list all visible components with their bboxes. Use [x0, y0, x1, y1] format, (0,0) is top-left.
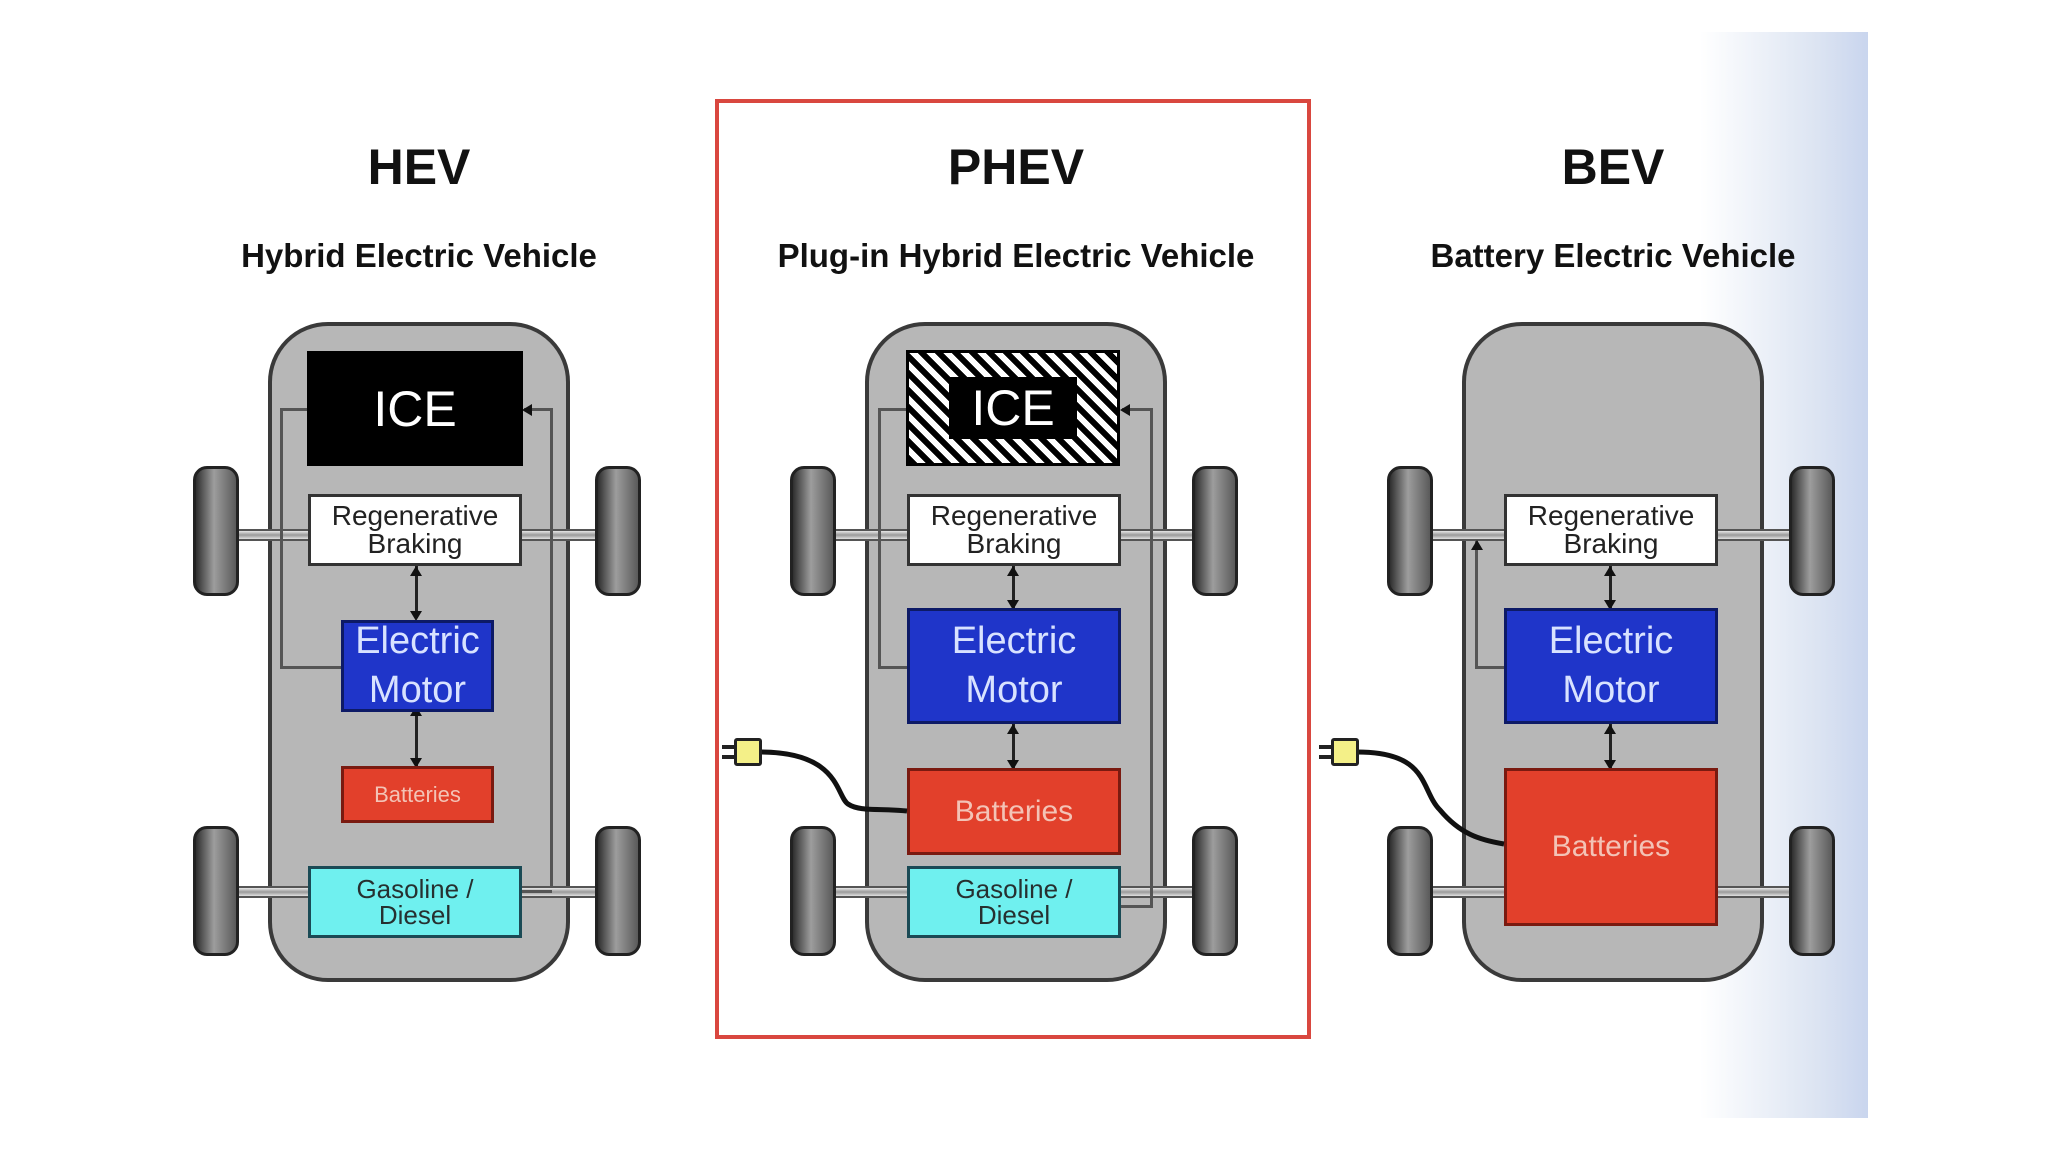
bev-motor-battery-link — [1609, 724, 1612, 768]
phev-line-segment — [1118, 905, 1152, 908]
phev-wheel-front-left — [790, 466, 836, 596]
bev-plug-prong — [1319, 745, 1333, 749]
hev-ice-block: ICE — [307, 351, 523, 466]
bev-arrow-icon — [1604, 724, 1616, 734]
hev-batteries-block: Batteries — [341, 766, 494, 823]
bev-arrow-icon — [1604, 760, 1616, 770]
phev-fullname: Plug-in Hybrid Electric Vehicle — [777, 237, 1255, 274]
bev-batteries-block: Batteries — [1504, 768, 1718, 926]
hev-electric-motor-block: Electric Motor — [341, 620, 494, 712]
hev-acronym: HEV — [367, 139, 471, 195]
bev-wheel-front-left — [1387, 466, 1433, 596]
bev-wheel-rear-left — [1387, 826, 1433, 956]
hev-regen-braking-block: Regenerative Braking — [308, 494, 522, 566]
phev-fuel-return-line — [1150, 408, 1153, 908]
phev-arrow-icon — [1007, 600, 1019, 610]
phev-ice-block: ICE — [906, 350, 1120, 466]
hev-arrow-icon — [522, 404, 532, 416]
bev-plug-icon — [1331, 738, 1359, 766]
hev-arrow-icon — [410, 758, 422, 768]
phev-fuel-block: Gasoline / Diesel — [907, 866, 1121, 938]
bev-regen-braking-block: Regenerative Braking — [1504, 494, 1718, 566]
hev-fuel-return-line — [550, 408, 553, 888]
phev-batteries-block: Batteries — [907, 768, 1121, 855]
phev-wheel-front-right — [1192, 466, 1238, 596]
hev-line-segment — [280, 666, 342, 669]
phev-plug-prong — [722, 745, 736, 749]
phev-plug-icon — [734, 738, 762, 766]
phev-line-segment — [1122, 408, 1152, 411]
bev-arrow-icon — [1604, 600, 1616, 610]
phev-line-segment — [878, 408, 908, 411]
hev-line-segment — [524, 408, 552, 411]
phev-arrow-icon — [1007, 724, 1019, 734]
hev-wheel-front-left — [193, 466, 239, 596]
hev-wheel-front-right — [595, 466, 641, 596]
bev-acronym: BEV — [1561, 139, 1665, 195]
phev-acronym: PHEV — [947, 139, 1085, 195]
bev-wheel-front-right — [1789, 466, 1835, 596]
hev-motor-feedback-line — [280, 408, 283, 668]
hev-line-segment — [518, 890, 552, 893]
phev-arrow-icon — [1007, 760, 1019, 770]
phev-motor-battery-link — [1012, 724, 1015, 768]
hev-fuel-block: Gasoline / Diesel — [308, 866, 522, 938]
hev-fullname: Hybrid Electric Vehicle — [241, 237, 597, 274]
phev-regen-braking-block: Regenerative Braking — [907, 494, 1121, 566]
bev-line-segment — [1475, 666, 1510, 669]
hev-arrow-icon — [410, 611, 422, 621]
bev-motor-feedback-line — [1475, 540, 1478, 668]
hev-wheel-rear-left — [193, 826, 239, 956]
phev-electric-motor-block: Electric Motor — [907, 608, 1121, 724]
phev-wheel-rear-right — [1192, 826, 1238, 956]
bev-regen-motor-link — [1609, 566, 1612, 608]
phev-motor-feedback-line — [878, 408, 881, 668]
bev-arrow-icon — [1604, 566, 1616, 576]
phev-plug-prong — [722, 755, 736, 759]
hev-motor-battery-link — [415, 706, 418, 766]
bev-plug-prong — [1319, 755, 1333, 759]
hev-arrow-icon — [410, 566, 422, 576]
hev-line-segment — [280, 408, 310, 411]
bev-wheel-rear-right — [1789, 826, 1835, 956]
phev-line-segment — [878, 666, 913, 669]
hev-wheel-rear-right — [595, 826, 641, 956]
bev-fullname: Battery Electric Vehicle — [1430, 237, 1796, 274]
hev-regen-motor-link — [415, 566, 418, 618]
phev-highlight-frame — [715, 99, 1311, 1039]
phev-arrow-icon — [1007, 566, 1019, 576]
phev-ice-label: ICE — [949, 377, 1077, 439]
phev-regen-motor-link — [1012, 566, 1015, 608]
bev-electric-motor-block: Electric Motor — [1504, 608, 1718, 724]
phev-wheel-rear-left — [790, 826, 836, 956]
bev-arrow-icon — [1471, 540, 1483, 550]
phev-arrow-icon — [1120, 404, 1130, 416]
